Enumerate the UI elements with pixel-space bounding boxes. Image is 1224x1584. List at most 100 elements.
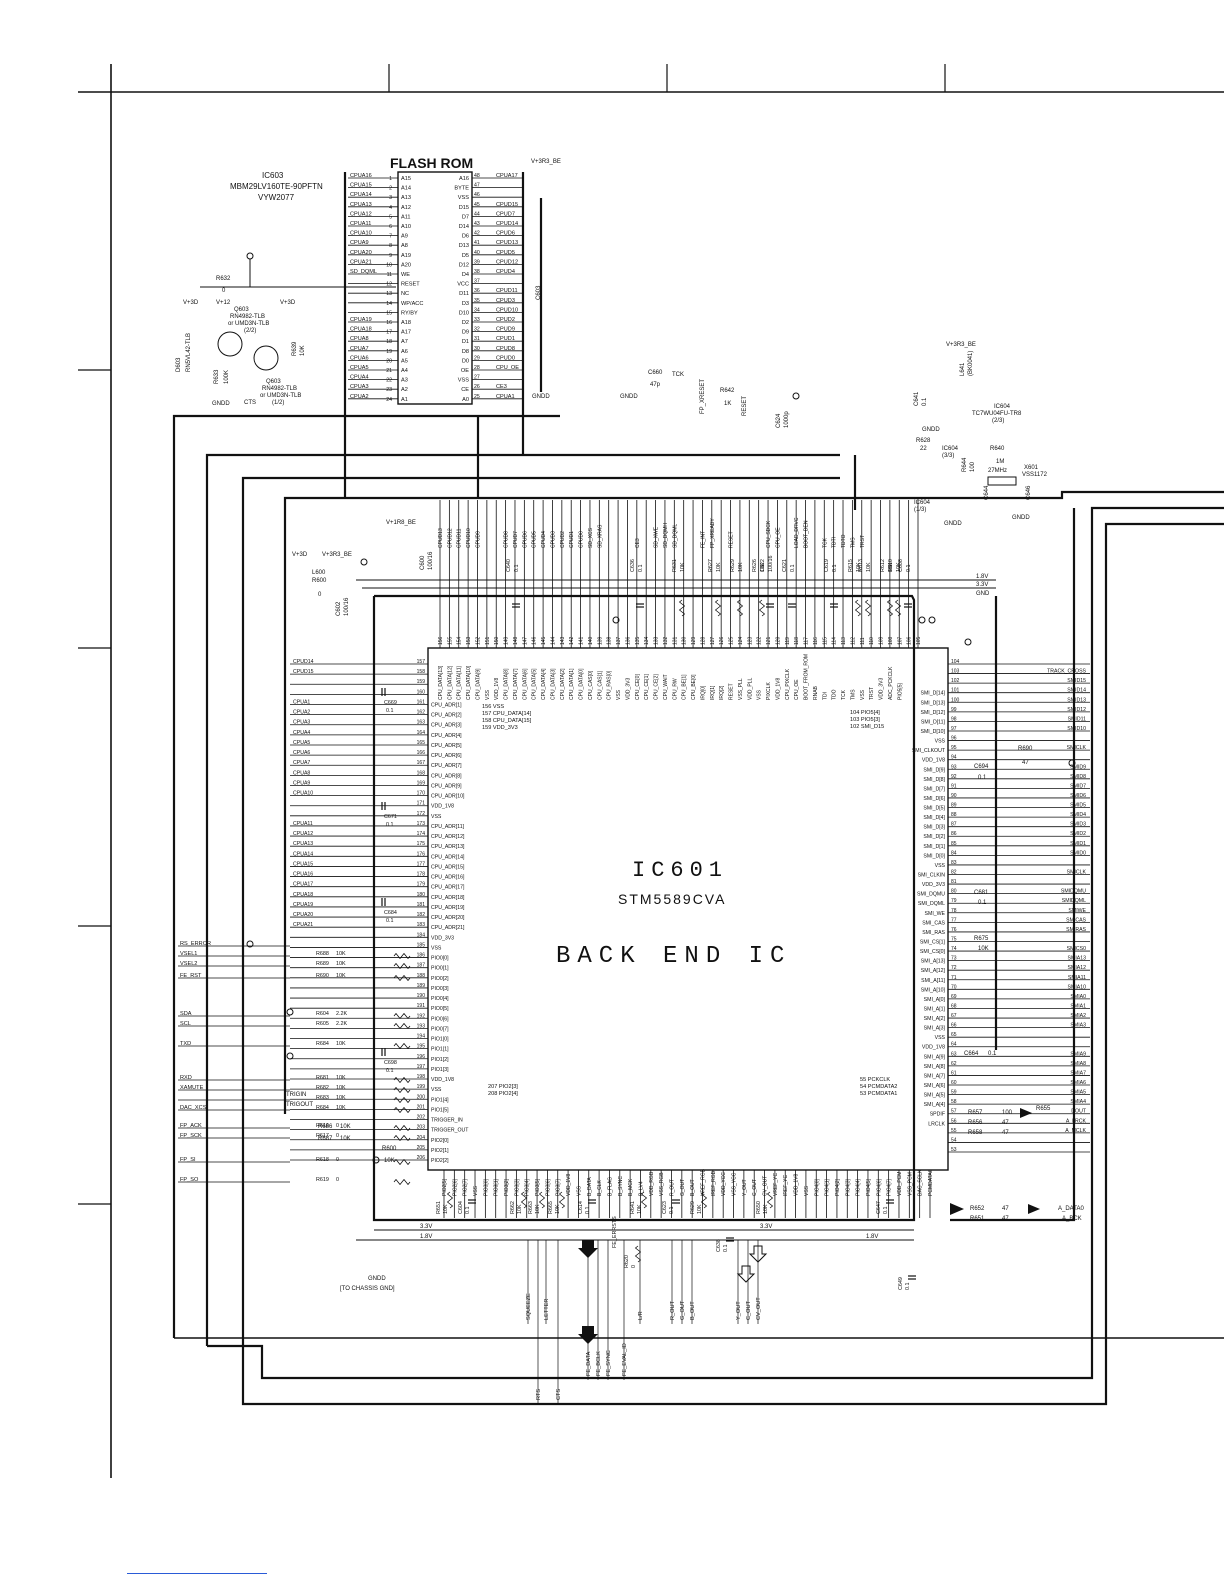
- ic-top-pin-num: 140: [588, 636, 594, 645]
- ic-bottom-pin-name: PIO3[1]: [494, 1178, 500, 1196]
- ic-right-pin-name: SMI_A[3]: [924, 1026, 946, 1032]
- ic-right-pin-name: SMI_CAS: [922, 920, 945, 926]
- ic-right-net: SMIA12: [1068, 965, 1087, 971]
- ic-left-res-ref: R684: [316, 1105, 329, 1111]
- ic-left-pin-name: PIO1[3]: [431, 1067, 449, 1073]
- ic-right-pin-num: 58: [951, 1099, 957, 1105]
- ic-left-pin-name: CPU_ADR[12]: [431, 834, 465, 840]
- ic-top-pin-name: VSS: [616, 689, 622, 700]
- ic-bottom-comp-ref: R650: [756, 1201, 762, 1214]
- q603b-unit: (1/2): [272, 400, 284, 406]
- supply-v3d: V+3D: [292, 552, 308, 558]
- ic-right-pin-name: VDD_1V8: [922, 1045, 945, 1051]
- ic-top-pin-num: 119: [785, 637, 791, 645]
- ic-left-pin-name: CPU_ADR[1]: [431, 702, 462, 708]
- ic-right-pin-num: 71: [951, 975, 957, 981]
- ic-right-pin-num: 70: [951, 984, 957, 990]
- ic-top-pin-num: 131: [672, 636, 678, 645]
- ic-left-net: CPUA15: [293, 861, 313, 867]
- ic-note-pcm: 54 PCMDATA2: [860, 1084, 897, 1090]
- ic-left-pin-name: VSS: [431, 1087, 442, 1093]
- ic-left-pin-name: PIO1[1]: [431, 1047, 449, 1053]
- ic-right-pin-num: 67: [951, 1013, 957, 1019]
- ic-top-pin-name: CPU_DATA[9]: [475, 668, 481, 700]
- ic-left-pin-num: 159: [417, 679, 426, 685]
- flash-right-pin-num: 42: [474, 231, 480, 237]
- flash-right-pin-name: A0: [462, 397, 469, 403]
- resistor-symbol: [634, 1245, 642, 1263]
- ic-right-pin-num: 55: [951, 1128, 957, 1134]
- q603b-symbol: [253, 345, 279, 371]
- ic-left-signal-net: FE_RST: [180, 973, 202, 979]
- ic-bottom-pin-name: PIO3[5]: [535, 1178, 541, 1196]
- ic-top-pin-num: 113: [841, 637, 847, 645]
- ic-right-net: SMIDQMU: [1061, 889, 1086, 895]
- flash-left-pin-num: 12: [386, 282, 392, 288]
- ic-bottom-comp-val: 0.1: [723, 1245, 729, 1253]
- flash-left-net: CPUA5: [350, 365, 369, 371]
- r642-val: 1K: [724, 401, 731, 407]
- ic-bottom-comp-ref: C614: [578, 1201, 584, 1214]
- ic-left-pin-num: 183: [417, 922, 426, 928]
- ic-bottom-comp-val: 10K: [637, 1204, 643, 1214]
- flash-left-pin-num: 19: [386, 349, 392, 355]
- ic-right-net: SMIA5: [1070, 1090, 1086, 1096]
- ic-left-res-val: 10K: [336, 951, 346, 957]
- ic-bottom-pin-name: DAC_SCLK: [918, 1169, 924, 1196]
- flash-left-pin-name: A14: [401, 186, 411, 192]
- ic-left-pin-name: VSS: [431, 945, 442, 951]
- flash-rom-title: FLASH ROM: [390, 155, 473, 171]
- ic-bottom-net: C_OUT: [746, 1300, 752, 1320]
- ic-top-net: CPUD6: [522, 531, 528, 548]
- ic-top-comp-ref: C636: [630, 559, 636, 572]
- c694-label: C694: [974, 764, 989, 770]
- ic-top-pin-name: IRQ[1]: [710, 685, 716, 700]
- flash-left-pin-num: 6: [389, 224, 392, 230]
- ic-left-net: CPUA19: [293, 902, 313, 908]
- ic-top-pin-name: CPU_DATA[12]: [447, 665, 453, 700]
- ic-top-net: CPUD10: [466, 528, 472, 548]
- ic-left-signal-net: SCL: [180, 1021, 191, 1027]
- ic-left-pin-num: 198: [417, 1074, 426, 1080]
- ic-bottom-pin-name: B_LV4: [638, 1181, 644, 1196]
- ic-right-pin-num: 65: [951, 1032, 957, 1038]
- flash-left-net: CPUA4: [350, 375, 369, 381]
- flash-right-pin-name: D12: [459, 262, 469, 268]
- ic-right-pin-num: 80: [951, 889, 957, 895]
- ic-left-res-ref: R618: [316, 1157, 329, 1163]
- ic-left-net: CPUA7: [293, 760, 310, 766]
- ic-bottom-comp-val: 0.1: [883, 1207, 889, 1215]
- ic-left-pin-name: CPU_ADR[2]: [431, 713, 462, 719]
- ic-left-net: CPUA2: [293, 710, 310, 716]
- ic-top-comp-ref: R615: [848, 559, 854, 572]
- ic-left-pin-num: 195: [417, 1044, 426, 1050]
- rail-33v: 3.3V: [976, 582, 988, 588]
- flash-left-net: CPUA13: [350, 202, 372, 208]
- r690-val: 47: [1022, 760, 1029, 766]
- ic-left-cap-ref: C669: [384, 700, 397, 706]
- ic-bottom-comp-val: 10K: [443, 1204, 449, 1214]
- ic-bottom-net: FE_SYNC: [606, 1350, 612, 1376]
- ic-right-pin-name: SMI_D[3]: [923, 825, 945, 831]
- ic-top-comp-val: 100/16: [768, 556, 774, 573]
- ic-right-pin-name: VDD_1V8: [922, 758, 945, 764]
- ic-left-pin-num: 184: [417, 932, 426, 938]
- ic-top-pin-name: CPU_DATA[2]: [560, 668, 566, 700]
- ic-top-pin-name: VSS: [757, 689, 763, 700]
- resistor-symbol: [393, 1012, 411, 1020]
- flash-left-net: CPUA21: [350, 259, 372, 265]
- ic-top-pin-name: CPU_CE[0]: [635, 674, 641, 700]
- ic-top-comp-ref: C622: [760, 559, 766, 572]
- resistor-symbol: [446, 1191, 454, 1209]
- ic-left-pin-num: 179: [417, 882, 426, 888]
- reset-circuit: R632 0 V+3D V+12 V+3D Q603 RN4982-TLB or…: [176, 252, 396, 407]
- r657-label: R657: [968, 1110, 983, 1116]
- ic-left-net: CPUD15: [293, 669, 314, 675]
- ic-right-pin-num: 92: [951, 774, 957, 780]
- ic-top-pin-name: CPU_CAS[0]: [588, 670, 594, 700]
- ic-top-pin-num: 156: [438, 636, 444, 645]
- ic-bottom-pin-name: IREF_YC: [783, 1174, 789, 1196]
- ic-bottom-net: FE_BCLK: [596, 1351, 602, 1376]
